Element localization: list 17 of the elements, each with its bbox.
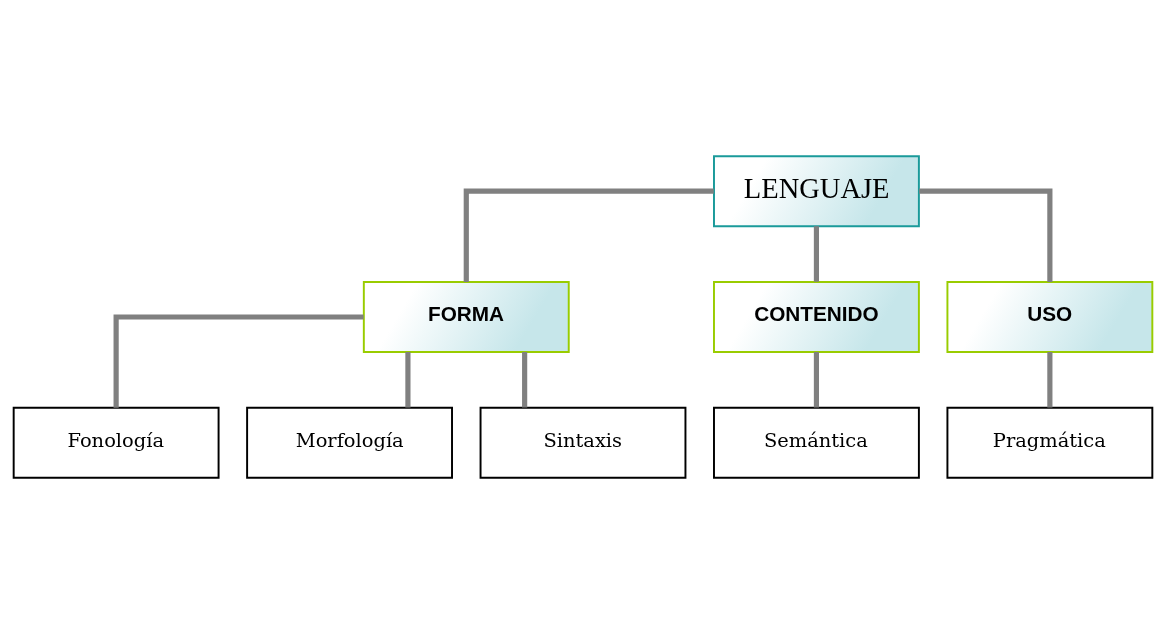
node-box: Semántica [713,406,920,479]
connector [813,352,820,408]
node-box: FORMA [362,281,570,353]
connector [813,226,820,282]
connector [522,352,528,408]
connector [1047,352,1053,408]
connector [113,314,364,408]
node-box: Pragmática [946,406,1154,479]
node-box: CONTENIDO [713,281,920,353]
connector [919,188,1053,282]
node-box: Fonología [12,406,220,479]
node-box: Morfología [246,406,453,479]
connector [463,188,714,282]
node-box: LENGUAJE [713,155,920,228]
node-box: Sintaxis [479,406,687,479]
connector [405,352,411,408]
node-box: USO [946,281,1154,353]
